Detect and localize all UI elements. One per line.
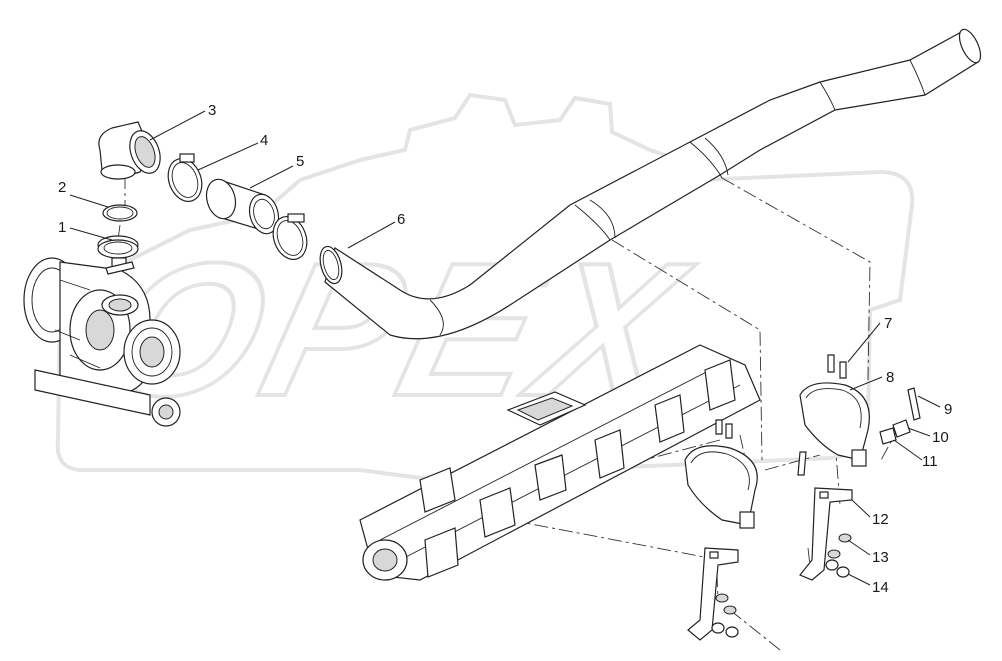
exhaust-manifold	[359, 344, 761, 581]
part-9-long-bolt	[907, 387, 921, 421]
callout-4: 4	[260, 132, 268, 149]
part-12-support-brackets	[687, 487, 853, 641]
callout-12: 12	[872, 511, 889, 528]
callout-labels: 1 2 3 4 5 6 7 8 9 10 11 12 13 14	[58, 102, 952, 596]
part-5-connecting-sleeve	[205, 178, 280, 235]
part-4-band-clamp	[167, 153, 203, 202]
callout-8: 8	[886, 369, 894, 386]
part-1-v-band-clamp	[97, 235, 139, 275]
manifold-port-flanges	[419, 359, 736, 578]
leader-lines	[69, 110, 941, 586]
callout-1: 1	[58, 219, 66, 236]
callout-6: 6	[397, 211, 405, 228]
part-3-outlet-elbow	[98, 121, 161, 180]
pipe-inlet-clamp	[272, 213, 308, 260]
callout-9: 9	[944, 401, 952, 418]
callout-3: 3	[208, 102, 216, 119]
turbocharger	[23, 257, 181, 427]
callout-11: 11	[922, 453, 938, 470]
part-8-mounting-straps	[684, 382, 870, 529]
callout-2: 2	[58, 179, 66, 196]
part-6-exhaust-pipe	[319, 28, 982, 340]
part-2-sealing-ring	[102, 204, 138, 222]
callout-5: 5	[296, 153, 304, 170]
callout-10: 10	[932, 429, 949, 446]
callout-13: 13	[872, 549, 889, 566]
part-11-nut	[879, 427, 897, 445]
part-10-spacer	[892, 419, 911, 438]
part-13-washers	[715, 533, 852, 615]
part-7-bolts	[715, 354, 847, 476]
callout-7: 7	[884, 315, 892, 332]
part-14-nuts	[711, 559, 850, 638]
callout-14: 14	[872, 579, 889, 596]
